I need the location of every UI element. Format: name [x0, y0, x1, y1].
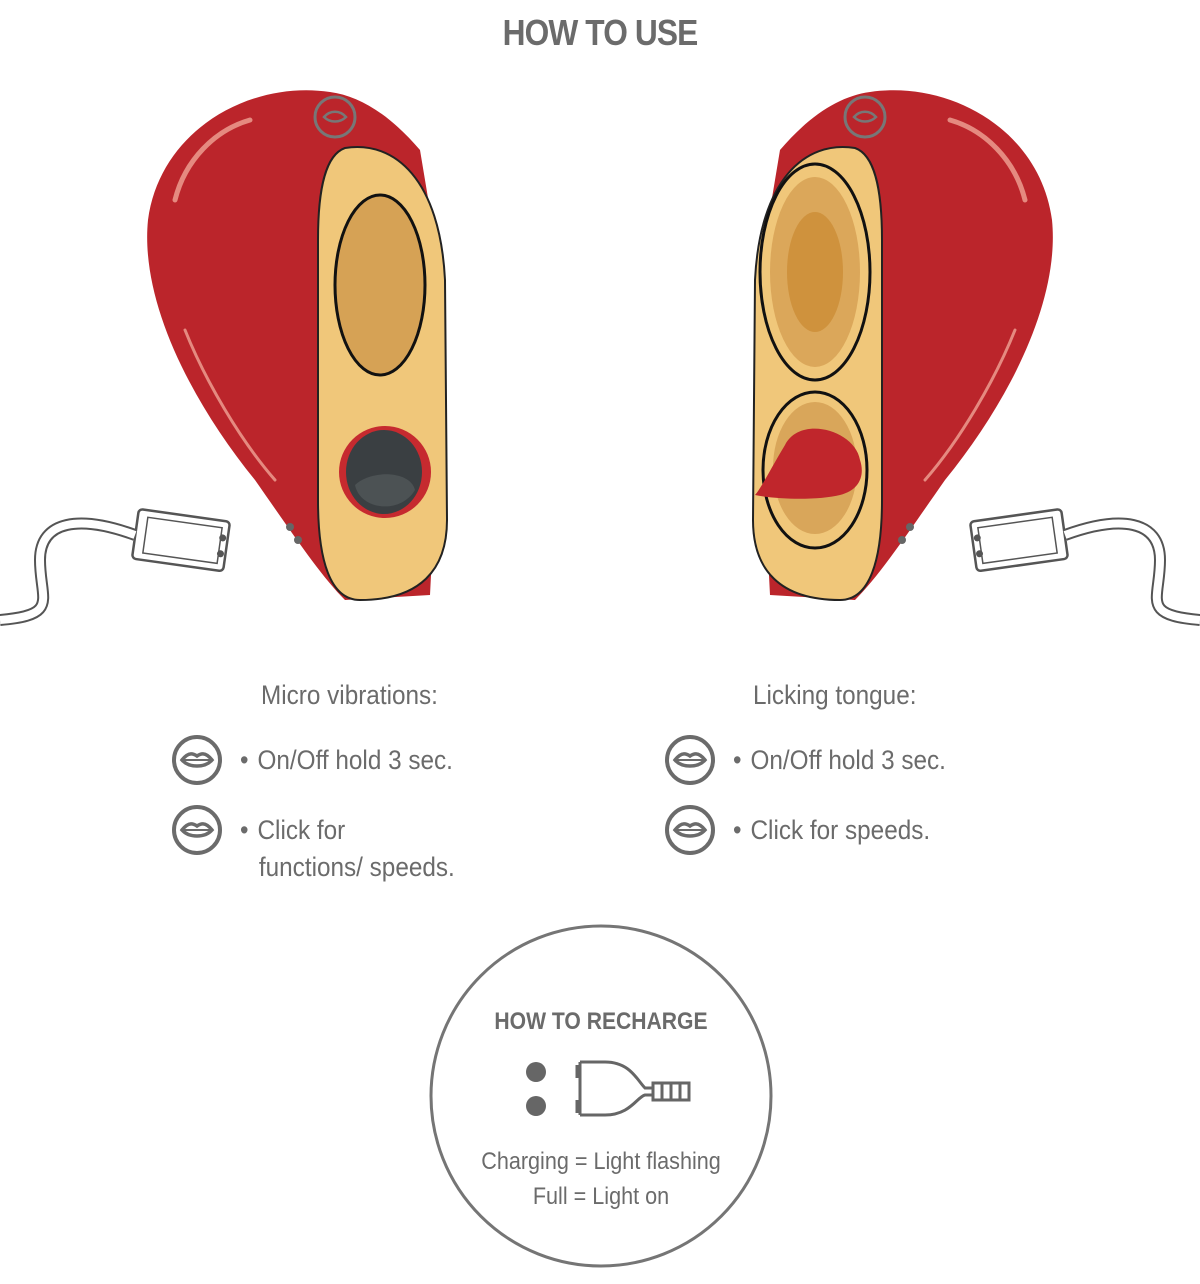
lips-button-icon	[172, 805, 222, 855]
page-title: HOW TO USE	[502, 12, 699, 53]
charging-connector-icon	[575, 1060, 691, 1117]
recharge-charging-text: Charging = Light flashing	[481, 1148, 721, 1175]
instruction-text-cont: functions/ speeds.	[258, 852, 455, 882]
lips-button-icon	[172, 735, 222, 785]
lips-button-icon	[665, 805, 715, 855]
left-device-illustration	[0, 90, 449, 626]
instruction-text: On/Off hold 3 sec.	[750, 745, 946, 775]
right-heading: Licking tongue:	[753, 680, 917, 710]
left-heading: Micro vibrations:	[261, 680, 438, 710]
right-instruction-1: •On/Off hold 3 sec.	[733, 745, 946, 775]
recharge-title: HOW TO RECHARGE	[494, 1008, 708, 1035]
left-instruction-1: •On/Off hold 3 sec.	[240, 745, 453, 775]
instruction-text: Click for speeds.	[750, 815, 931, 845]
instruction-text: On/Off hold 3 sec.	[257, 745, 453, 775]
recharge-circle	[429, 924, 773, 1268]
right-instruction-2: •Click for speeds.	[733, 815, 931, 845]
lips-button-icon	[665, 735, 715, 785]
charging-light-dots-icon	[526, 1062, 546, 1116]
right-device-illustration	[751, 90, 1200, 626]
device-illustrations	[0, 90, 1200, 626]
recharge-full-text: Full = Light on	[532, 1183, 670, 1210]
instruction-text: Click for	[257, 815, 346, 845]
